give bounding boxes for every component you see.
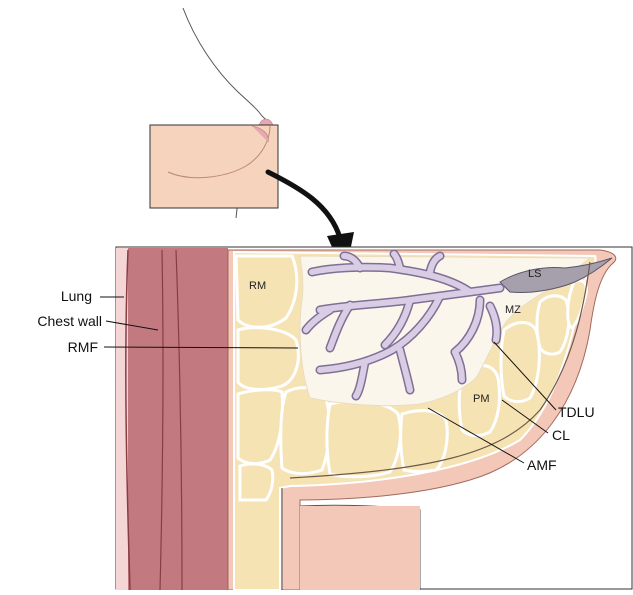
label-tdlu: TDLU	[558, 404, 595, 420]
label-rm: RM	[249, 280, 266, 292]
label-chest-wall: Chest wall	[0, 313, 102, 329]
chest-wall-region	[126, 248, 228, 590]
inset-box	[150, 125, 278, 208]
body-outline	[183, 8, 262, 116]
label-ls: LS	[528, 268, 541, 280]
label-amf: AMF	[527, 457, 557, 473]
label-cl: CL	[552, 427, 570, 443]
label-pm: PM	[473, 393, 490, 405]
label-lung: Lung	[20, 288, 92, 304]
lower-skin-band	[300, 506, 420, 590]
label-rmf: RMF	[20, 339, 98, 355]
label-mz: MZ	[505, 304, 521, 316]
